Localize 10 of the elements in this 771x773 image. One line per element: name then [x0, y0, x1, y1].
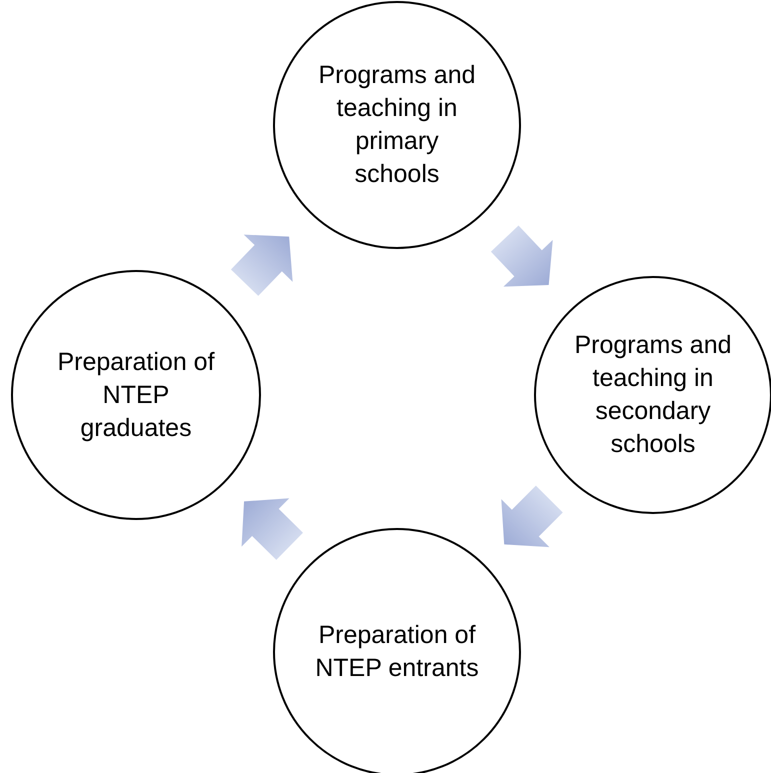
block-arrow [230, 234, 293, 296]
node-label: Programs and teaching in secondary schools [573, 330, 733, 460]
block-arrow [490, 226, 553, 287]
circle-node [273, 1, 521, 249]
node-label: Preparation of NTEP entrants [314, 620, 480, 684]
block-arrow [501, 486, 563, 548]
node-label: Preparation of NTEP graduates [56, 346, 216, 444]
block-arrow [242, 498, 303, 560]
circle-node [11, 270, 261, 520]
node-label: Programs and teaching in primary schools [317, 60, 477, 190]
